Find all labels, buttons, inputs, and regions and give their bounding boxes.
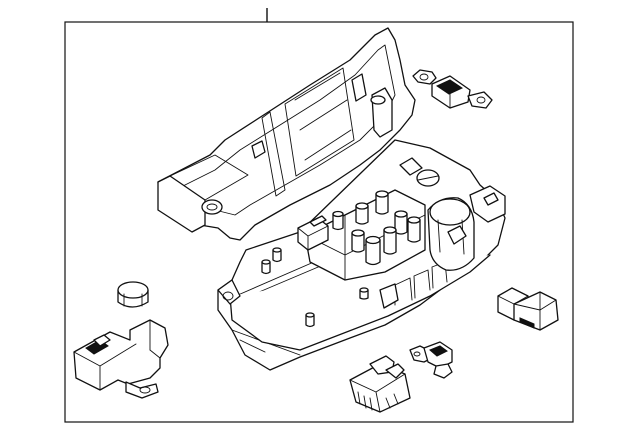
fuse-block-housing bbox=[157, 27, 506, 371]
fusible-link bbox=[412, 69, 493, 109]
blade-fuse bbox=[497, 287, 559, 331]
mounting-bracket bbox=[73, 319, 169, 399]
connector-block bbox=[349, 355, 411, 413]
relay-cap bbox=[117, 281, 149, 308]
diagram-frame bbox=[64, 21, 574, 423]
terminal-studs bbox=[332, 190, 421, 266]
mini-fuse bbox=[409, 341, 453, 379]
